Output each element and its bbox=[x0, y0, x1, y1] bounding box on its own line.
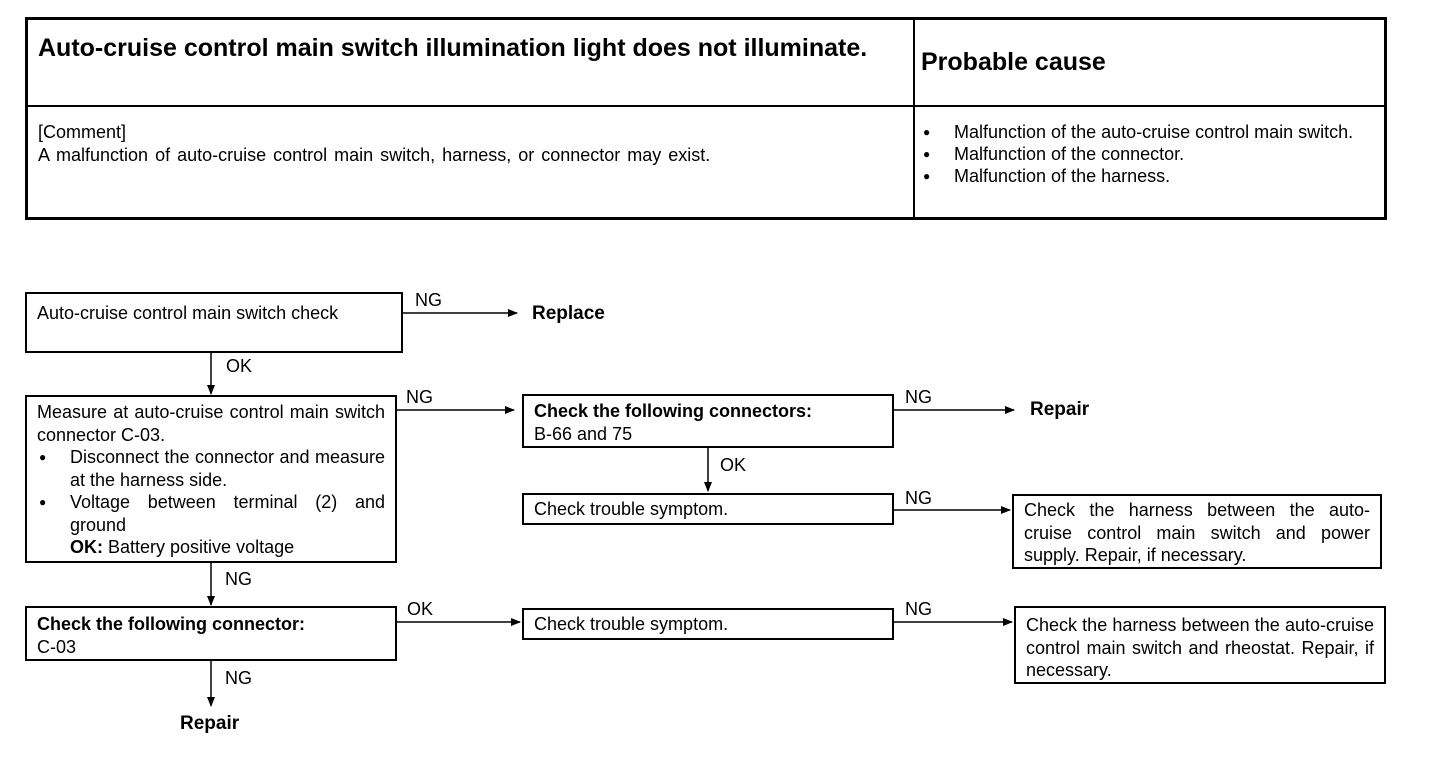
trouble-symptom-text: Check trouble symptom. bbox=[534, 614, 729, 634]
label-ng: NG bbox=[905, 599, 932, 619]
check-connector-title: Check the following connector: bbox=[37, 614, 306, 634]
measure-ok-line: OK: Battery positive voltage bbox=[37, 536, 385, 559]
label-ok: OK bbox=[720, 455, 747, 475]
measure-bullet: Voltage between terminal (2) and ground bbox=[37, 491, 385, 536]
table-divider-horizontal bbox=[28, 105, 1384, 107]
probable-cause-title: Probable cause bbox=[921, 48, 1106, 76]
box-trouble-symptom-2: Check trouble symptom. bbox=[522, 608, 894, 640]
label-ng: NG bbox=[406, 387, 433, 407]
measure-bullet: Disconnect the connector and measure at … bbox=[37, 446, 385, 491]
ok-label: OK: bbox=[70, 537, 103, 557]
comment-text: A malfunction of auto-cruise control mai… bbox=[38, 145, 711, 165]
label-ok: OK bbox=[407, 599, 434, 619]
label-ng: NG bbox=[225, 569, 252, 589]
result-replace: Replace bbox=[532, 303, 605, 324]
box-trouble-symptom-1: Check trouble symptom. bbox=[522, 493, 894, 525]
box-harness-power-supply: Check the harness between the auto-cruis… bbox=[1012, 494, 1382, 569]
cause-item: Malfunction of the harness. bbox=[921, 165, 1381, 187]
box-measure-connector: Measure at auto-cruise control main swit… bbox=[25, 395, 397, 563]
probable-cause-list: Malfunction of the auto-cruise control m… bbox=[921, 121, 1381, 187]
box-check-connectors-b66: Check the following connectors: B-66 and… bbox=[522, 394, 894, 448]
measure-intro: Measure at auto-cruise control main swit… bbox=[37, 402, 385, 445]
table-divider-vertical bbox=[913, 20, 915, 217]
label-ng: NG bbox=[905, 387, 932, 407]
trouble-symptom-text: Check trouble symptom. bbox=[534, 499, 729, 519]
result-repair-top: Repair bbox=[1030, 399, 1090, 420]
check-connectors-title: Check the following connectors: bbox=[534, 401, 813, 421]
result-repair-bottom: Repair bbox=[180, 713, 240, 734]
harness-rheostat-text: Check the harness between the auto-cruis… bbox=[1026, 615, 1374, 680]
check-connectors-ids: B-66 and 75 bbox=[534, 423, 633, 444]
box-main-switch-check-text: Auto-cruise control main switch check bbox=[37, 303, 339, 323]
cause-item: Malfunction of the auto-cruise control m… bbox=[921, 121, 1381, 143]
cause-item: Malfunction of the connector. bbox=[921, 143, 1381, 165]
ok-text: Battery positive voltage bbox=[108, 537, 295, 557]
harness-power-supply-text: Check the harness between the auto-cruis… bbox=[1024, 500, 1370, 565]
box-check-connector-c03: Check the following connector: C-03 bbox=[25, 606, 397, 661]
label-ok: OK bbox=[226, 356, 253, 376]
label-ng: NG bbox=[415, 290, 442, 310]
page-title: Auto-cruise control main switch illumina… bbox=[38, 34, 868, 62]
label-ng: NG bbox=[225, 668, 252, 688]
header-table: Auto-cruise control main switch illumina… bbox=[25, 17, 1387, 220]
box-main-switch-check: Auto-cruise control main switch check bbox=[25, 292, 403, 353]
check-connector-id: C-03 bbox=[37, 636, 77, 657]
box-harness-rheostat: Check the harness between the auto-cruis… bbox=[1014, 606, 1386, 684]
comment-label: [Comment] bbox=[38, 122, 127, 142]
label-ng: NG bbox=[905, 488, 932, 508]
